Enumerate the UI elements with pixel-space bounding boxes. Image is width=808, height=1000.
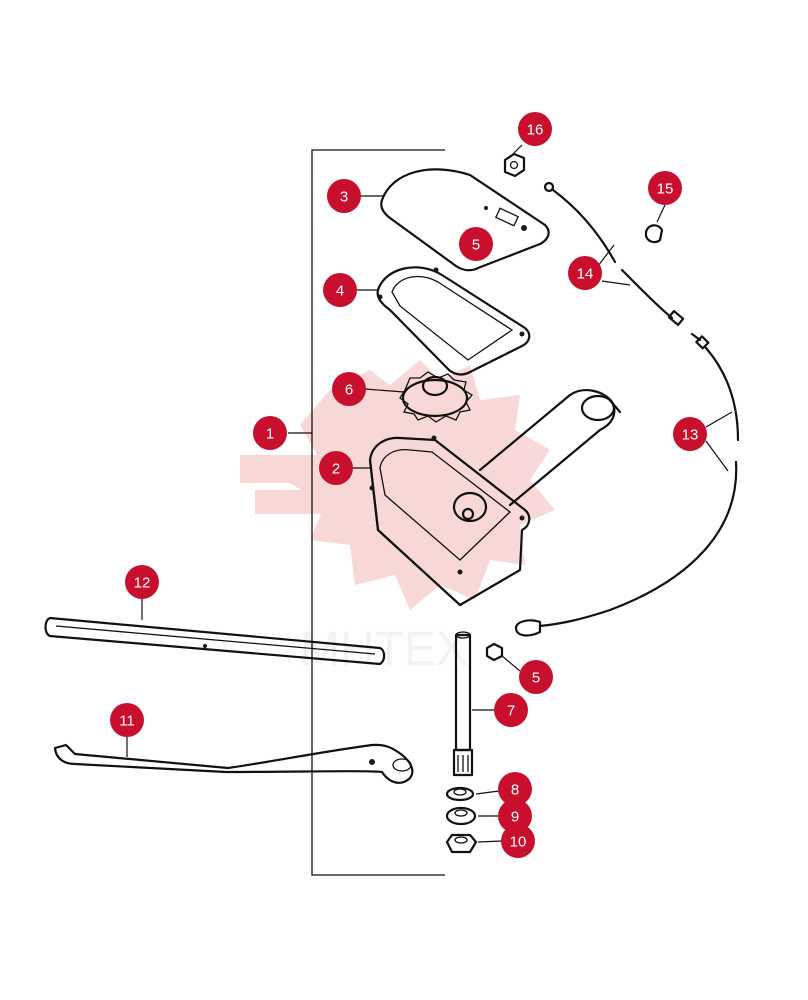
callout-c5b: 5 — [519, 660, 553, 694]
callout-label: 8 — [511, 782, 519, 799]
callout-label: 3 — [340, 189, 348, 206]
callout-c12: 12 — [125, 565, 159, 599]
part-nut-10 — [445, 833, 478, 854]
callout-c7: 7 — [494, 693, 528, 727]
callout-badge-circle — [332, 372, 366, 406]
callout-label: 14 — [577, 266, 594, 283]
callout-badge-circle — [501, 824, 535, 858]
leader-13b — [705, 440, 729, 472]
part-wiper-arm-11 — [53, 743, 414, 784]
leader-14b — [601, 280, 631, 286]
callout-label: 2 — [332, 461, 340, 478]
callout-label: 6 — [345, 382, 353, 399]
callout-c6: 6 — [332, 372, 366, 406]
callout-c14: 14 — [568, 256, 602, 290]
callout-badge-circle — [519, 660, 553, 694]
callout-badge-circle — [568, 256, 602, 290]
leader-13a — [705, 411, 733, 428]
callout-badge-circle — [459, 227, 493, 261]
callout-c16: 16 — [518, 112, 552, 146]
part-motor-housing — [368, 389, 622, 607]
callout-c15: 15 — [648, 171, 682, 205]
watermark: MHTEX — [240, 360, 555, 676]
callout-badge-circle — [648, 171, 682, 205]
leader-lines — [126, 144, 733, 843]
callout-label: 13 — [682, 427, 699, 444]
callout-c9: 9 — [498, 799, 532, 833]
watermark-gear-icon — [240, 360, 555, 610]
callout-badge-circle — [498, 772, 532, 806]
callout-c13: 13 — [673, 417, 707, 451]
leader-8 — [475, 790, 500, 795]
callout-badge-circle — [494, 693, 528, 727]
callout-c4: 4 — [323, 273, 357, 307]
leader-5b — [501, 655, 521, 672]
callout-label: 11 — [119, 713, 135, 730]
callout-label: 15 — [657, 181, 674, 198]
leader-10 — [477, 840, 503, 843]
leader-14a — [597, 244, 615, 267]
callout-c3: 3 — [327, 179, 361, 213]
callout-badge-circle — [498, 799, 532, 833]
callout-label: 7 — [507, 703, 515, 720]
part-nut-16 — [503, 152, 526, 178]
callout-badge-circle — [125, 565, 159, 599]
part-clip-15 — [644, 224, 664, 244]
part-wiper-blade-12 — [44, 616, 386, 666]
part-gear — [399, 371, 473, 423]
callout-badge-circle — [323, 273, 357, 307]
leader-15 — [656, 204, 666, 223]
part-nut-5 — [485, 642, 504, 662]
part-cover — [380, 168, 550, 272]
callout-c2: 2 — [319, 451, 353, 485]
callout-c1: 1 — [253, 416, 287, 450]
leader-16 — [511, 144, 523, 156]
callout-c10: 10 — [501, 824, 535, 858]
part-cable-13 — [514, 332, 740, 637]
callout-label: 1 — [266, 426, 274, 443]
callout-c11: 11 — [110, 703, 144, 737]
callout-badge-circle — [253, 416, 287, 450]
callout-label: 12 — [134, 575, 151, 592]
part-gasket — [376, 266, 531, 376]
callout-label: 9 — [511, 809, 519, 826]
callout-label: 10 — [510, 834, 527, 851]
part-shaft-7 — [452, 631, 474, 777]
callout-badge-circle — [319, 451, 353, 485]
callout-c8: 8 — [498, 772, 532, 806]
callout-label: 5 — [472, 237, 480, 254]
callout-c5a: 5 — [459, 227, 493, 261]
part-wire-14 — [543, 181, 685, 327]
leader-6 — [364, 388, 405, 393]
callout-label: 4 — [336, 283, 344, 300]
part-washer-9 — [445, 806, 477, 826]
callout-badge-circle — [327, 179, 361, 213]
callout-label: 16 — [527, 122, 544, 139]
callout-badge-circle — [673, 417, 707, 451]
part-washer-8 — [445, 786, 475, 802]
callout-label: 5 — [532, 670, 540, 687]
assembly-bracket — [311, 149, 445, 876]
callout-badge-circle — [518, 112, 552, 146]
callout-badge-circle — [110, 703, 144, 737]
